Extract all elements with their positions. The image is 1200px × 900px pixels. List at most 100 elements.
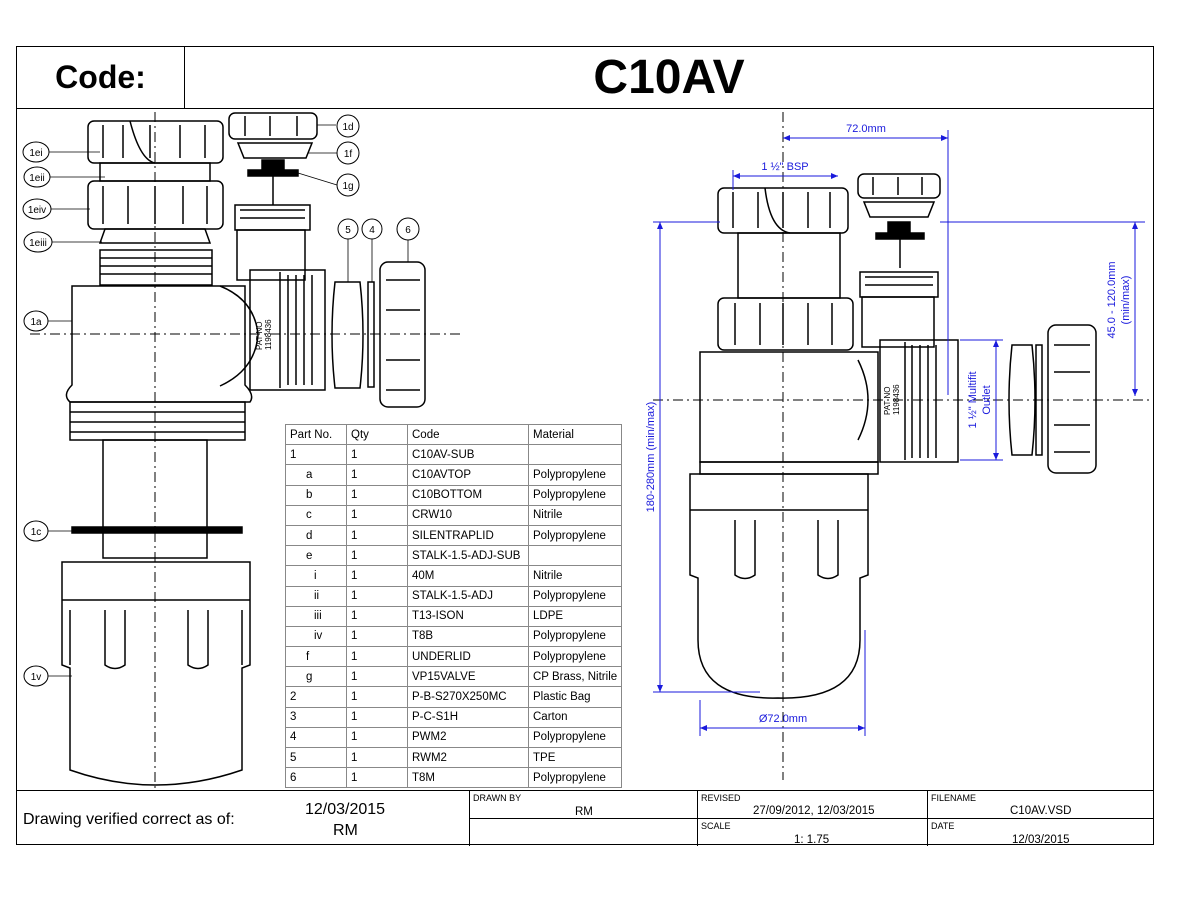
- dim-height-outlet-1: 45.0 - 120.0mm: [1106, 261, 1118, 338]
- cell-material: Polypropylene: [527, 524, 623, 547]
- callout-5: 5: [345, 225, 351, 236]
- cell-qty: 1: [346, 706, 408, 728]
- header-code: Code: [407, 423, 529, 446]
- verified-label: Drawing verified correct as of:: [23, 811, 235, 828]
- cell-code: VP15VALVE: [407, 666, 529, 688]
- cell-part: ii: [285, 585, 347, 607]
- patent-right-line1: PAT NO: [883, 387, 892, 415]
- cell-part: iii: [285, 605, 347, 627]
- revised-cell: REVISED 27/09/2012, 12/03/2015: [697, 791, 927, 818]
- cell-qty: 1: [346, 686, 408, 708]
- drawn-by-value: RM: [575, 806, 593, 818]
- callout-1a: 1a: [30, 317, 42, 328]
- cell-code: T8B: [407, 625, 529, 648]
- cell-code: C10AVTOP: [407, 464, 529, 486]
- cell-material: Polypropylene: [527, 625, 623, 648]
- cell-part: c: [285, 504, 347, 526]
- top-nut: [87, 120, 224, 164]
- callout-4: 4: [369, 225, 375, 236]
- cell-code: STALK-1.5-ADJ: [407, 585, 529, 607]
- callout-1eiii: 1eiii: [29, 238, 47, 249]
- cell-code: C10AV-SUB: [407, 444, 529, 466]
- cell-code: 40M: [407, 565, 529, 587]
- callout-1d: 1d: [342, 122, 353, 133]
- filename-label: FILENAME: [931, 793, 977, 803]
- cell-part: 3: [285, 706, 347, 728]
- cell-qty: 1: [346, 726, 408, 749]
- cell-qty: 1: [346, 484, 408, 506]
- callout-1v: 1v: [31, 672, 42, 683]
- callout-1f: 1f: [344, 149, 353, 160]
- cell-material: Polypropylene: [527, 646, 623, 668]
- cell-material: Carton: [527, 706, 623, 728]
- code-label: Code:: [17, 47, 185, 109]
- cell-material: [527, 444, 623, 466]
- drawn-by-label: DRAWN BY: [473, 793, 522, 803]
- cell-material: [527, 545, 623, 567]
- callout-6: 6: [405, 225, 411, 236]
- cell-qty: 1: [346, 625, 408, 648]
- cell-part: i: [285, 565, 347, 587]
- cell-code: SILENTRAPLID: [407, 524, 529, 547]
- cell-material: Polypropylene: [527, 726, 623, 749]
- cell-qty: 1: [346, 545, 408, 567]
- date-value: 12/03/2015: [1012, 834, 1070, 846]
- cell-part: a: [285, 464, 347, 486]
- callout-1eiv: 1eiv: [28, 205, 46, 216]
- cell-qty: 1: [346, 524, 408, 547]
- dim-outlet-2: Outlet: [981, 385, 993, 414]
- cell-qty: 1: [346, 746, 408, 769]
- cell-code: PWM2: [407, 726, 529, 749]
- cell-material: LDPE: [527, 605, 623, 627]
- cell-part: 1: [285, 444, 347, 466]
- cell-part: 4: [285, 726, 347, 749]
- patent-right-line2: 1198436: [892, 384, 901, 415]
- cell-code: P-C-S1H: [407, 706, 529, 728]
- title-block: Drawing verified correct as of: 12/03/20…: [17, 790, 1154, 846]
- cell-part: iv: [285, 625, 347, 648]
- dim-width-top: 72.0mm: [846, 123, 886, 135]
- date-label: DATE: [931, 821, 955, 831]
- drawing-frame: [16, 46, 1154, 845]
- dim-diameter: Ø72.0mm: [759, 713, 807, 725]
- cell-code: P-B-S270X250MC: [407, 686, 529, 708]
- cell-material: TPE: [527, 746, 623, 769]
- cell-code: CRW10: [407, 504, 529, 526]
- cell-part: f: [285, 646, 347, 668]
- revised-label: REVISED: [701, 793, 741, 803]
- cell-qty: 1: [346, 585, 408, 607]
- patent-left-line2: 1198436: [264, 319, 273, 350]
- cell-material: Polypropylene: [527, 585, 623, 607]
- callout-1g: 1g: [342, 181, 353, 192]
- header-material: Material: [527, 423, 623, 446]
- dim-outlet-1: 1 ½" Multifit: [967, 371, 979, 428]
- cell-part: e: [285, 545, 347, 567]
- cell-qty: 1: [346, 444, 408, 466]
- callout-1ei: 1ei: [29, 148, 42, 159]
- cell-code: C10BOTTOM: [407, 484, 529, 506]
- filename-value: C10AV.VSD: [1010, 805, 1072, 817]
- code-value: C10AV: [185, 47, 1153, 109]
- cell-part: 2: [285, 686, 347, 708]
- cell-material: Plastic Bag: [527, 686, 623, 708]
- patent-left-line1: PAT NO: [255, 322, 264, 350]
- cell-qty: 1: [346, 464, 408, 486]
- assembled-view: [689, 173, 1097, 699]
- verified-date: 12/03/2015: [305, 801, 386, 818]
- callout-1eii: 1eii: [29, 173, 45, 184]
- cell-qty: 1: [346, 666, 408, 688]
